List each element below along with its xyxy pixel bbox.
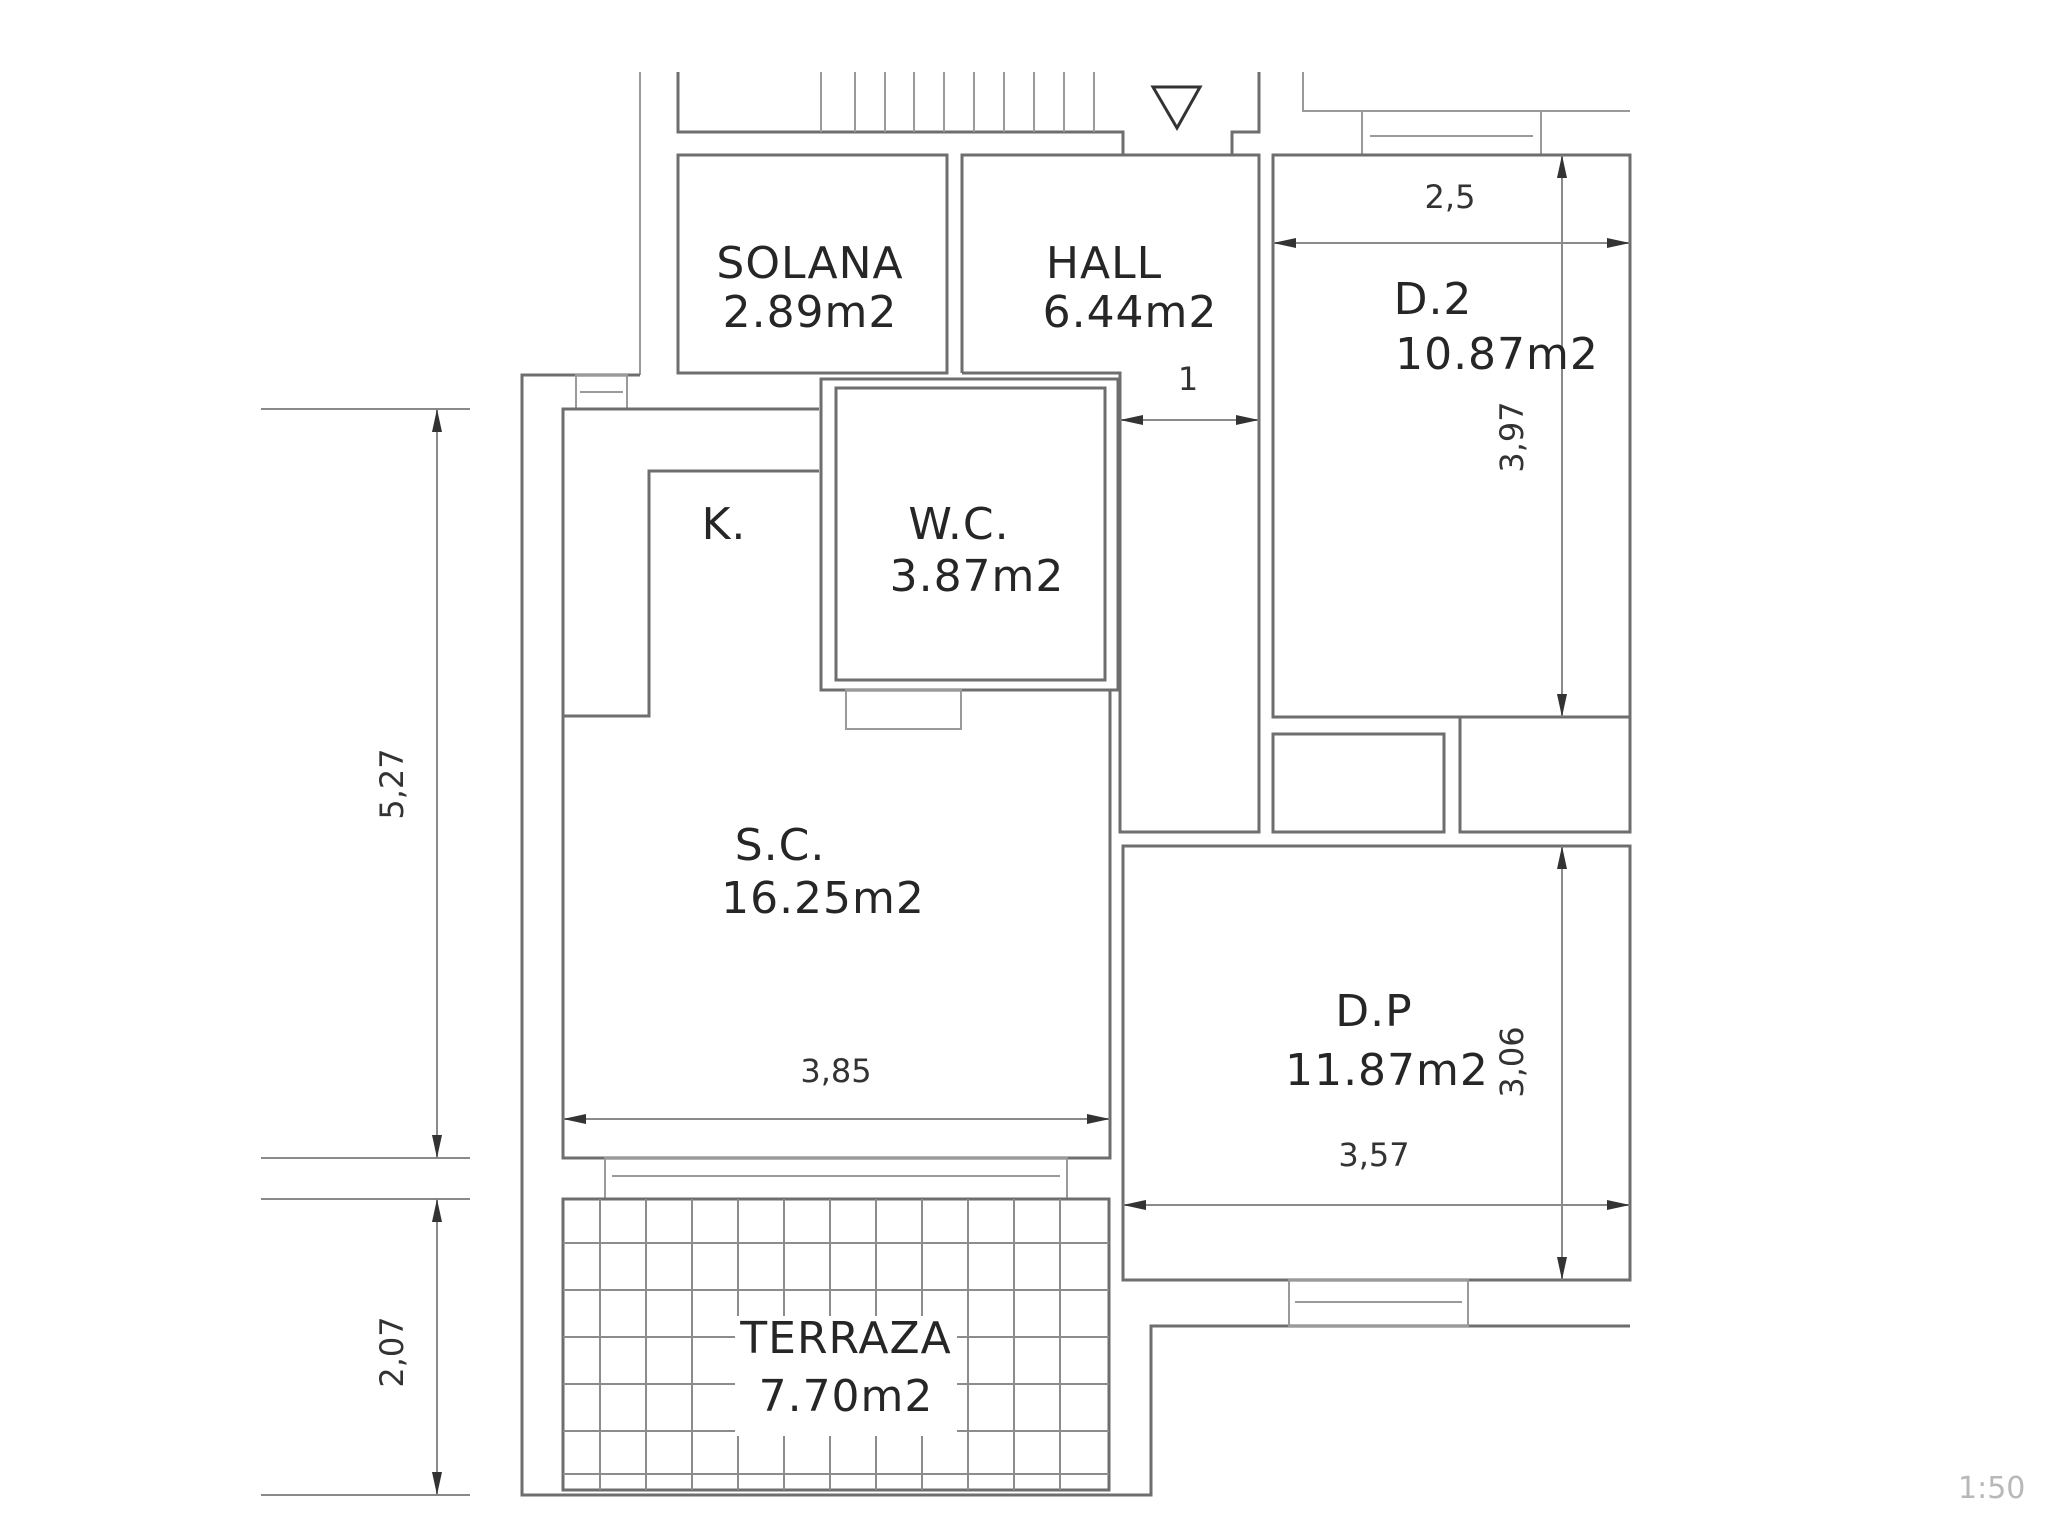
dim-dp-height: 3,06 bbox=[1493, 1026, 1531, 1098]
room-dp-area: 11.87m2 bbox=[1285, 1045, 1489, 1096]
scale-note: 1:50 bbox=[1958, 1471, 2026, 1506]
room-terraza-area: 7.70m2 bbox=[758, 1371, 934, 1422]
dim-dp-width: 3,57 bbox=[1338, 1136, 1410, 1174]
room-d2-outline bbox=[1271, 153, 1632, 719]
room-dp-name: D.P bbox=[1335, 986, 1413, 1037]
dim-hall-corridor-width: 1 bbox=[1177, 360, 1199, 398]
terraza-tile-grid bbox=[561, 1197, 1111, 1492]
top-right-balcony bbox=[1302, 72, 1630, 156]
dim-left-main: 5,27 bbox=[373, 748, 411, 820]
room-wc-area: 3.87m2 bbox=[889, 551, 1065, 602]
room-d2-area: 10.87m2 bbox=[1395, 329, 1599, 380]
dim-left-terrace: 2,07 bbox=[373, 1316, 411, 1388]
room-solana-outline bbox=[676, 153, 949, 375]
dim-sc-width: 3,85 bbox=[800, 1052, 872, 1090]
room-wc-outline bbox=[834, 386, 1107, 682]
room-hall-name: HALL bbox=[1045, 238, 1163, 289]
room-solana-name: SOLANA bbox=[716, 238, 904, 289]
room-kitchen-name: K. bbox=[701, 499, 747, 550]
room-sc-area: 16.25m2 bbox=[721, 873, 925, 924]
room-terraza-name: TERRAZA bbox=[740, 1313, 952, 1364]
dim-d2-height: 3,97 bbox=[1493, 401, 1531, 473]
dim-d2-width: 2,5 bbox=[1424, 178, 1476, 216]
entrance-triangle-icon bbox=[1150, 85, 1203, 132]
room-solana-area: 2.89m2 bbox=[722, 287, 898, 338]
stairs bbox=[639, 72, 1261, 375]
dimension-lines bbox=[261, 155, 1630, 1496]
room-hall-area: 6.44m2 bbox=[1042, 287, 1218, 338]
room-hall-outline bbox=[960, 153, 1261, 834]
room-sc-outline bbox=[561, 407, 1112, 1160]
room-d2-name: D.2 bbox=[1393, 274, 1473, 325]
kitchen-counter bbox=[563, 469, 819, 718]
room-sc-name: S.C. bbox=[734, 820, 826, 871]
room-wc-name: W.C. bbox=[908, 499, 1010, 550]
